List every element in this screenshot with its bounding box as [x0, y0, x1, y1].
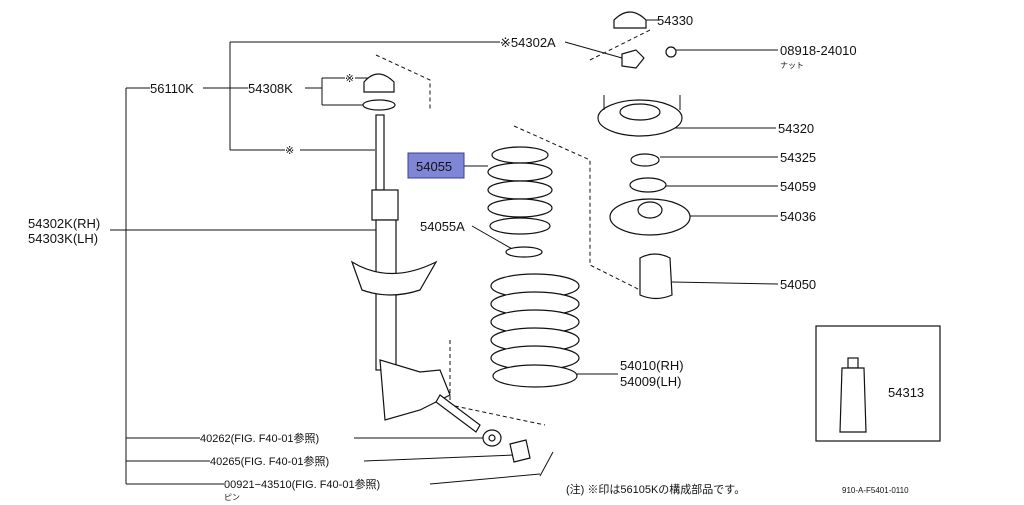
- label-54302K-rh[interactable]: 54302K(RH): [28, 216, 100, 231]
- label-54055[interactable]: 54055: [416, 159, 452, 174]
- bellows-boot: [487, 146, 553, 258]
- label-08918-24010[interactable]: 08918-24010: [780, 43, 857, 58]
- label-54325[interactable]: 54325: [780, 150, 816, 165]
- label-54050[interactable]: 54050: [780, 277, 816, 292]
- label-40265[interactable]: 40265(FIG. F40-01参照): [210, 454, 329, 468]
- highlight-54055[interactable]: [407, 152, 465, 179]
- label-54010-rh[interactable]: 54010(RH): [620, 358, 684, 373]
- label-54059[interactable]: 54059: [780, 179, 816, 194]
- label-56110K[interactable]: 56110K: [150, 81, 194, 96]
- label-54009-lh[interactable]: 54009(LH): [620, 374, 681, 389]
- label-54313[interactable]: 54313: [888, 385, 924, 400]
- label-08918-note: ナット: [780, 61, 804, 70]
- star-mark-shaft: ※: [285, 145, 294, 157]
- label-54055A[interactable]: 54055A: [420, 219, 465, 234]
- grease-inset: [815, 325, 941, 442]
- label-00921-note: ピン: [224, 493, 240, 502]
- label-54302A[interactable]: ※54302A: [500, 35, 556, 50]
- label-40262[interactable]: 40262(FIG. F40-01参照): [200, 431, 319, 445]
- label-54330[interactable]: 54330: [657, 13, 693, 28]
- label-54320[interactable]: 54320: [778, 121, 814, 136]
- star-mark-upper: ※: [345, 73, 354, 85]
- coil-spring: [490, 273, 580, 388]
- leader-lines: [110, 19, 886, 485]
- bottom-hardware: [482, 429, 554, 477]
- strut-assembly: [350, 73, 481, 433]
- label-54036[interactable]: 54036: [780, 209, 816, 224]
- upper-mount-parts: [597, 11, 691, 300]
- footnote: (注) ※印は56105Kの構成部品です。: [566, 482, 745, 496]
- label-54303K-lh[interactable]: 54303K(LH): [28, 231, 98, 246]
- label-00921-43510[interactable]: 00921−43510(FIG. F40-01参照): [224, 477, 380, 491]
- label-54308K[interactable]: 54308K: [248, 81, 293, 96]
- figure-id: 910-A-F5401-0110: [842, 486, 909, 495]
